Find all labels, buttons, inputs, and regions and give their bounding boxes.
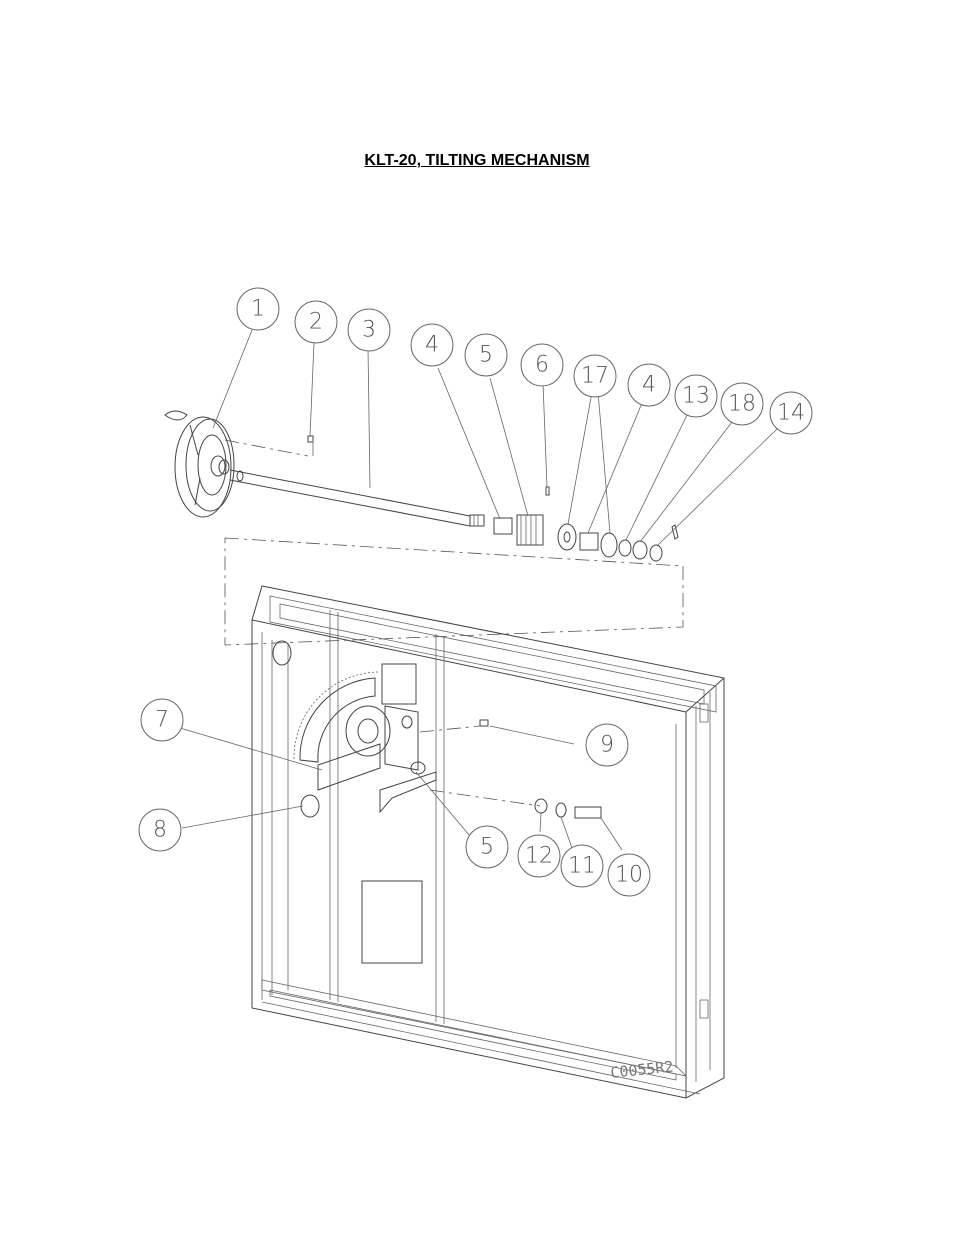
callout-5b: 5 — [465, 825, 509, 869]
callout-8: 8 — [138, 808, 182, 852]
callout-6: 6 — [520, 343, 564, 387]
svg-text:12: 12 — [525, 844, 553, 869]
callout-4b: 4 — [627, 363, 671, 407]
frame — [251, 585, 725, 1099]
callout-12: 12 — [517, 834, 561, 878]
callout-11: 11 — [560, 844, 604, 888]
svg-text:9: 9 — [600, 733, 614, 758]
handwheel — [164, 410, 235, 518]
svg-text:11: 11 — [568, 854, 596, 879]
callout-1: 1 — [236, 287, 280, 331]
svg-text:1: 1 — [251, 297, 265, 322]
svg-text:8: 8 — [153, 818, 167, 843]
page-title: KLT-20, TILTING MECHANISM — [364, 152, 590, 169]
svg-text:14: 14 — [777, 401, 805, 426]
svg-text:17: 17 — [581, 364, 609, 389]
assembly-boundary — [224, 537, 684, 646]
callout-9: 9 — [585, 723, 629, 767]
shaft — [229, 469, 485, 527]
callout-17: 17 — [573, 354, 617, 398]
leader-lines — [179, 329, 779, 851]
svg-text:2: 2 — [309, 310, 323, 335]
callout-18: 18 — [720, 382, 764, 426]
svg-text:5: 5 — [479, 343, 493, 368]
callout-13: 13 — [674, 374, 718, 418]
callout-14: 14 — [769, 391, 813, 435]
svg-text:18: 18 — [728, 392, 756, 417]
svg-text:13: 13 — [682, 384, 710, 409]
svg-text:4: 4 — [642, 373, 656, 398]
callout-5: 5 — [464, 333, 508, 377]
svg-text:4: 4 — [425, 333, 439, 358]
callout-3: 3 — [347, 308, 391, 352]
callout-4: 4 — [410, 323, 454, 367]
svg-text:7: 7 — [155, 708, 169, 733]
callout-2: 2 — [294, 300, 338, 344]
svg-text:3: 3 — [362, 318, 376, 343]
drawing-code: C0055R2 — [610, 1057, 675, 1082]
callout-10: 10 — [607, 853, 651, 897]
svg-text:5: 5 — [480, 835, 494, 860]
fasteners — [419, 719, 602, 819]
callout-7: 7 — [140, 698, 184, 742]
svg-text:6: 6 — [535, 353, 549, 378]
svg-text:10: 10 — [615, 863, 643, 888]
gear-sector — [293, 663, 437, 818]
shaft-components — [224, 435, 679, 562]
